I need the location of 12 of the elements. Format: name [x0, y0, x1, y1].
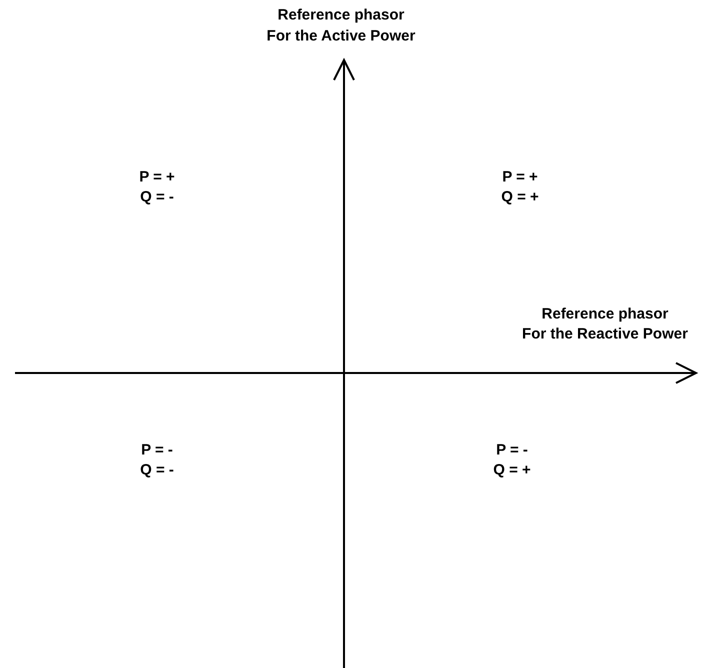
sign-label: P = + [502, 168, 538, 186]
axis-label: For the Reactive Power [522, 326, 688, 342]
sign-label: P = - [141, 442, 173, 458]
sign-label: P = - [496, 442, 528, 458]
sign-label: Q = + [501, 188, 539, 206]
axis-label: Reference phasor [542, 306, 668, 322]
sign-label: Q = - [140, 462, 174, 478]
sign-label: Q = - [140, 188, 174, 206]
sign-label: Q = + [493, 462, 531, 478]
sign-label: P = + [139, 168, 175, 186]
axis-label: For the Active Power [266, 28, 416, 44]
axis-label: Reference phasor [278, 6, 404, 24]
